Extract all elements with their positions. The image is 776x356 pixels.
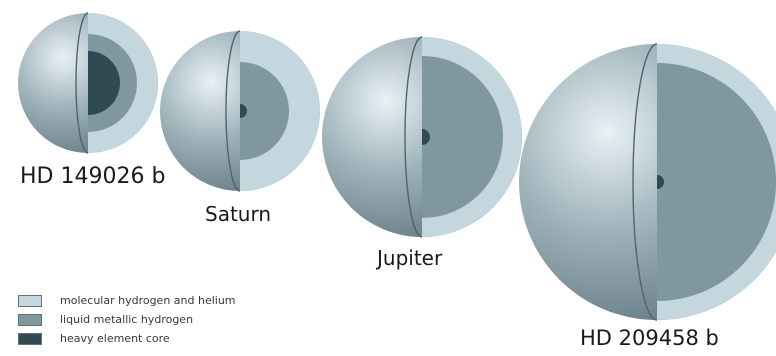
legend-swatch-core [18,333,42,345]
planet-label-jupiter: Jupiter [377,248,442,268]
legend-item-core: heavy element core [18,329,318,348]
legend-label-metallic: liquid metallic hydrogen [60,313,193,326]
planet-label-saturn: Saturn [205,204,271,224]
planet-saturn [160,31,320,191]
legend: molecular hydrogen and helium liquid met… [18,291,318,348]
planet-hd149026b [18,13,158,153]
legend-label-molecular: molecular hydrogen and helium [60,294,236,307]
planet-jupiter [322,37,522,237]
legend-swatch-molecular [18,295,42,307]
legend-swatch-metallic [18,314,42,326]
planet-hd209458b [519,44,776,320]
legend-item-molecular: molecular hydrogen and helium [18,291,318,310]
legend-item-metallic: liquid metallic hydrogen [18,310,318,329]
planet-label-hd209458b: HD 209458 b [580,328,719,349]
planet-label-hd149026b: HD 149026 b [20,166,165,188]
legend-label-core: heavy element core [60,332,170,345]
